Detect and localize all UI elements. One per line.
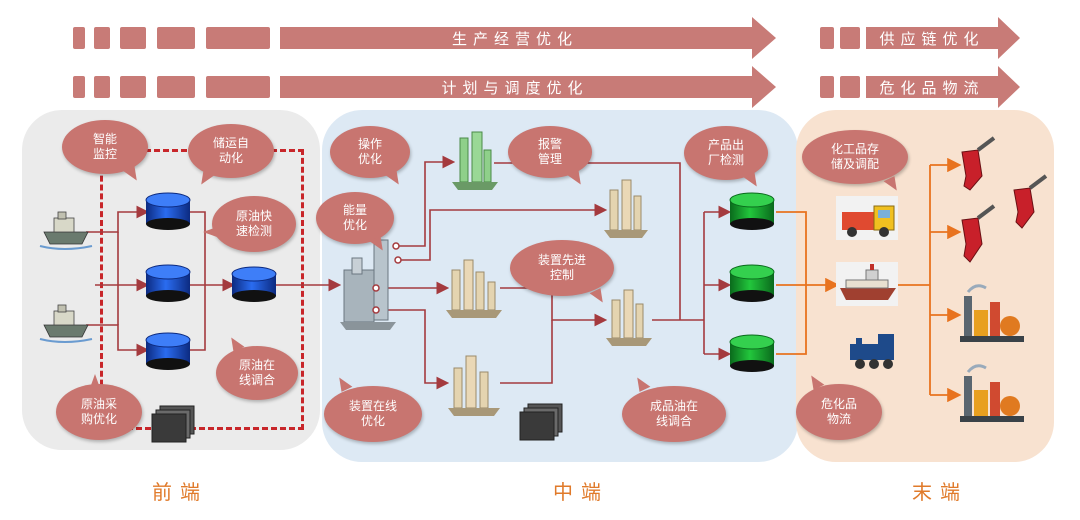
stage-label-middle: 中端 <box>553 480 609 504</box>
processing-unit-beige-icon-4 <box>448 355 500 416</box>
tanker-ship-icon <box>836 262 898 306</box>
crude-ship-icon-2 <box>39 304 93 343</box>
bubble-energy-optimization: 能量 优化 <box>316 192 394 244</box>
bubble-advanced-process-control: 装置先进 控制 <box>510 240 614 296</box>
product-tank-icon-1 <box>729 192 775 230</box>
banner-planning-scheduling-optimization: 计划与调度优化 <box>441 79 589 97</box>
crude-tank-icon-2 <box>145 264 191 302</box>
fuel-nozzle-icon-1 <box>961 136 996 191</box>
crude-ship-icon-1 <box>39 211 93 250</box>
banner-production-optimization: 生产经营优化 <box>451 30 578 48</box>
fuel-nozzle-icon-2 <box>961 204 996 263</box>
train-icon <box>850 334 894 369</box>
document-stack-icon-middle <box>519 403 563 441</box>
processing-unit-beige-icon-1 <box>604 179 648 238</box>
bubble-alarm-management: 报警 管理 <box>508 126 592 178</box>
bubble-product-factory-test: 产品出 厂检测 <box>684 126 768 180</box>
crude-blend-tank-icon <box>231 266 277 302</box>
chemical-plant-icon-2 <box>960 364 1024 422</box>
crude-tank-icon-1 <box>145 192 191 230</box>
bubble-chemical-storage: 化工品存 储及调配 <box>802 130 908 184</box>
bubble-crude-online-blending: 原油在 线调合 <box>216 346 298 400</box>
product-tank-icon-2 <box>729 264 775 302</box>
banner-supply-chain-optimization: 供应链优化 <box>879 30 985 48</box>
bubble-product-online-blending: 成品油在 线调合 <box>622 386 726 442</box>
crude-tank-icon-3 <box>145 332 191 370</box>
distillation-unit-icon <box>340 239 402 330</box>
document-stack-icon-front <box>151 405 195 443</box>
banner-row-1 <box>73 17 1020 59</box>
truck-icon <box>836 196 898 240</box>
processing-unit-beige-icon-2 <box>446 259 502 318</box>
processing-unit-beige-icon-3 <box>606 289 652 346</box>
banner-row-2 <box>73 66 1020 108</box>
bubble-operation-optimization: 操作 优化 <box>330 126 410 178</box>
end-flow-lines <box>776 157 962 403</box>
front-flow-lines <box>86 205 342 357</box>
bubble-smart-monitoring: 智能 监控 <box>62 120 148 174</box>
chemical-plant-icon-1 <box>960 284 1024 342</box>
bubble-storage-automation: 储运自 动化 <box>188 124 274 178</box>
banner-hazmat-logistics: 危化品物流 <box>879 79 985 97</box>
processing-unit-green-icon <box>452 131 498 190</box>
bubble-crude-fast-detection: 原油快 速检测 <box>203 196 296 252</box>
bubble-crude-purchase-optimization: 原油采 购优化 <box>56 374 142 440</box>
stage-label-front: 前端 <box>152 480 208 504</box>
bubble-hazmat-logistics: 危化品 物流 <box>796 384 882 440</box>
bubble-unit-online-optimization: 装置在线 优化 <box>324 386 422 442</box>
fuel-nozzle-icon-3 <box>1013 174 1048 229</box>
stage-label-end: 末端 <box>912 480 968 504</box>
product-tank-icon-3 <box>729 334 775 372</box>
